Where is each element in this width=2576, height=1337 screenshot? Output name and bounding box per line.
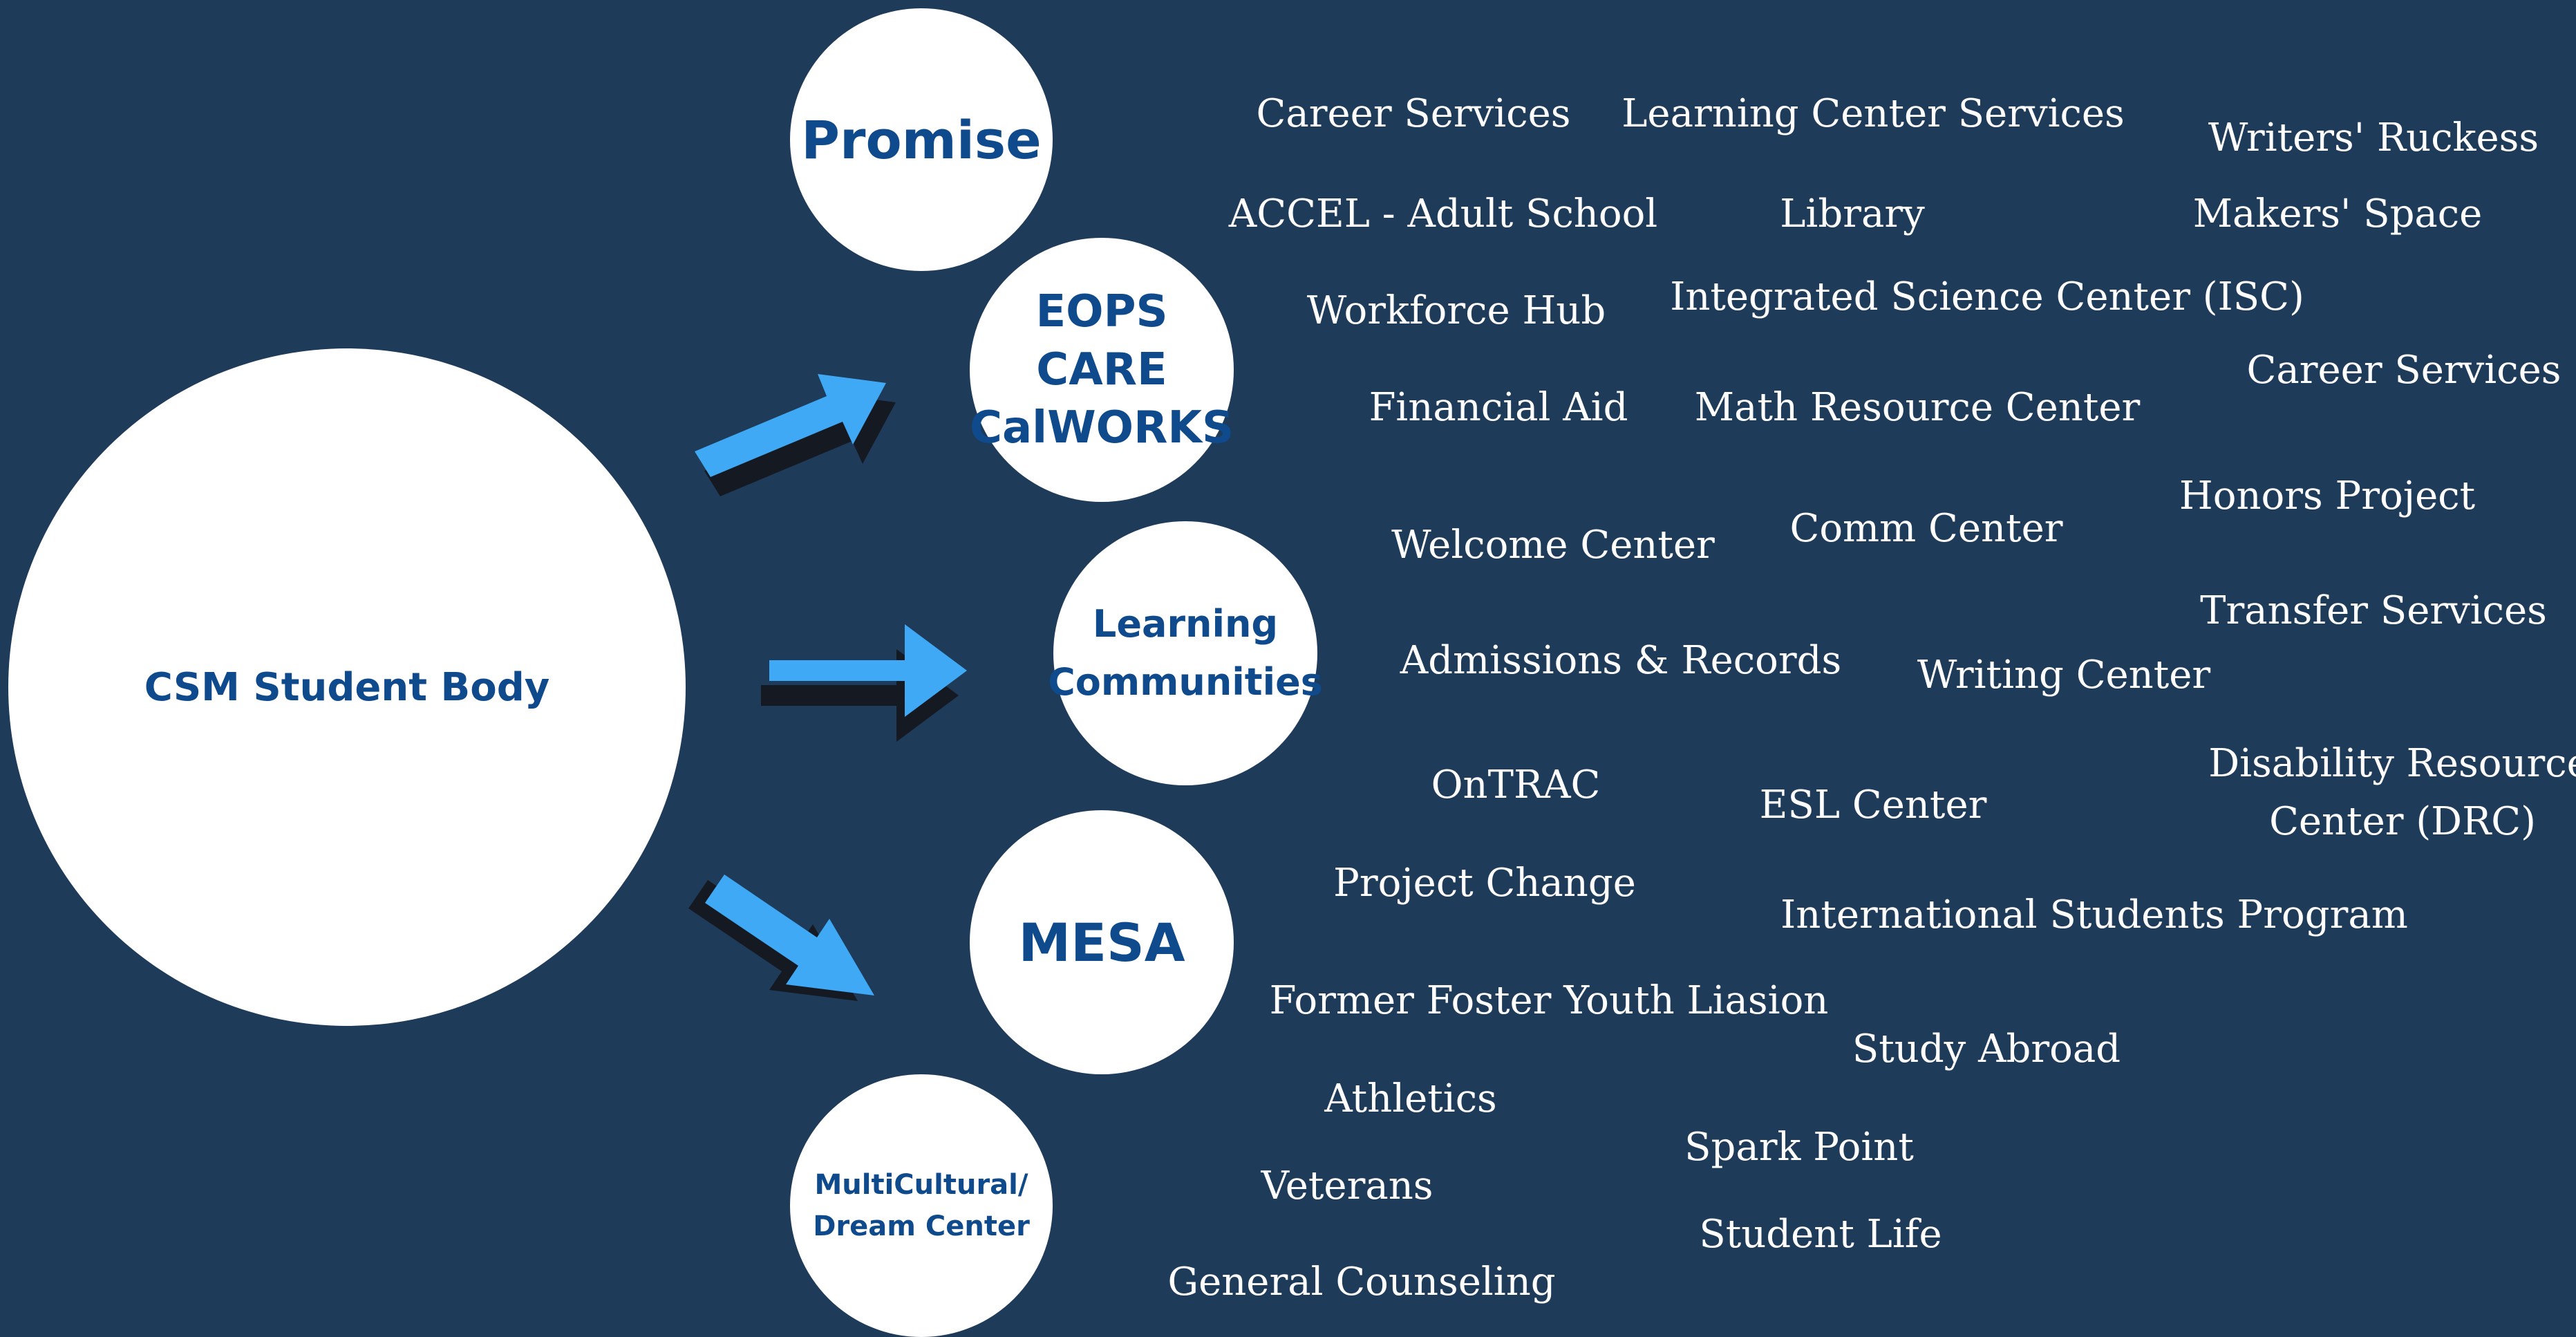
arrow-to-learning-communities [761, 624, 967, 742]
csm-student-body-label: CSM Student Body [144, 664, 550, 710]
learning-label: Learning [1092, 602, 1279, 646]
service-esl-center: ESL Center [1759, 783, 1987, 828]
promise-label: Promise [801, 109, 1042, 171]
service-learning-center-services: Learning Center Services [1621, 91, 2125, 136]
service-comm-center: Comm Center [1789, 506, 2063, 551]
service-transfer-services: Transfer Services [2200, 588, 2547, 633]
care-label: CARE [1036, 344, 1167, 395]
service-general-counseling: General Counseling [1167, 1260, 1556, 1305]
service-admissions-records: Admissions & Records [1400, 638, 1842, 683]
service-writing-center: Writing Center [1917, 653, 2211, 698]
arrow-to-eops [695, 374, 896, 496]
service-international-students-program: International Students Program [1780, 892, 2408, 937]
dream-center-label: Dream Center [813, 1210, 1030, 1242]
service-writers-ruckess: Writers' Ruckess [2208, 115, 2539, 160]
service-financial-aid: Financial Aid [1369, 385, 1628, 430]
service-athletics: Athletics [1324, 1076, 1497, 1121]
calworks-label: CalWORKS [969, 402, 1234, 454]
service-math-resource-center: Math Resource Center [1694, 385, 2141, 430]
communities-label: Communities [1048, 660, 1323, 704]
multicultural-dream-center-circle: MultiCultural/ Dream Center [790, 1074, 1053, 1337]
csm-student-body-circle: CSM Student Body [8, 348, 686, 1026]
service-student-life: Student Life [1699, 1212, 1942, 1257]
mesa-label: MESA [1018, 911, 1185, 973]
service-project-change: Project Change [1333, 861, 1636, 906]
service-study-abroad: Study Abroad [1852, 1027, 2121, 1072]
service-disability-resource-center-line2: Center (DRC) [2269, 799, 2536, 844]
service-career-services: Career Services [1256, 91, 1571, 136]
multicultural-label: MultiCultural/ [814, 1169, 1028, 1201]
service-library: Library [1780, 191, 1925, 236]
service-integrated-science-center: Integrated Science Center (ISC) [1670, 274, 2304, 319]
arrow-to-mesa [688, 875, 874, 1001]
mesa-circle: MESA [970, 810, 1234, 1074]
service-spark-point: Spark Point [1684, 1125, 1914, 1170]
service-welcome-center: Welcome Center [1391, 523, 1715, 568]
eops-label: EOPS [1035, 286, 1168, 337]
service-former-foster-youth-liasion: Former Foster Youth Liasion [1269, 978, 1829, 1023]
promise-circle: Promise [790, 8, 1053, 271]
learning-communities-circle: Learning Communities [1048, 521, 1323, 785]
service-workforce-hub: Workforce Hub [1306, 288, 1606, 333]
service-ontrac: OnTRAC [1431, 763, 1601, 807]
service-accel-adult-school: ACCEL - Adult School [1228, 191, 1658, 236]
eops-care-calworks-circle: EOPS CARE CalWORKS [970, 238, 1234, 502]
service-honors-project: Honors Project [2179, 474, 2476, 518]
service-makers-space: Makers' Space [2192, 191, 2483, 236]
service-disability-resource-center-line1: Disability Resource [2208, 741, 2576, 786]
service-career-services-2: Career Services [2246, 348, 2561, 393]
service-veterans: Veterans [1261, 1163, 1433, 1208]
